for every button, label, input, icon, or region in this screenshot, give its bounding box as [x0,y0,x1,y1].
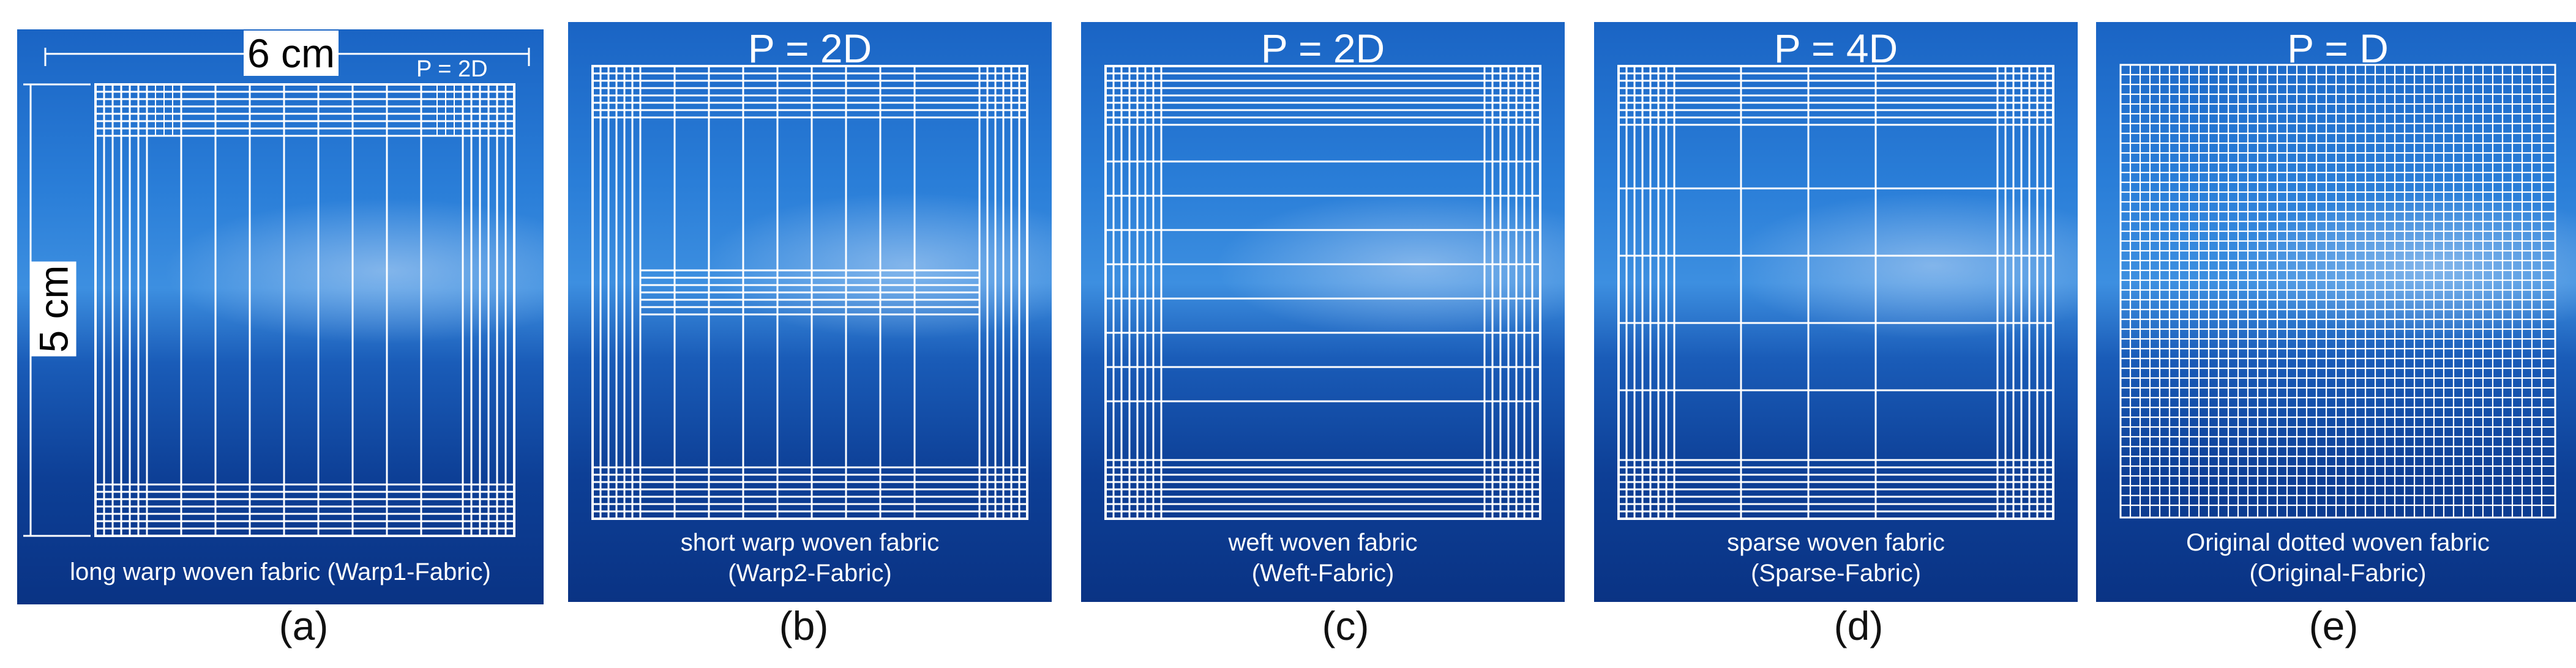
fabric-grid-c [1104,65,1541,520]
caption-e: Original dotted woven fabric (Original-F… [2096,527,2576,588]
panel-a: 6 cm 5 cm P = 2D long warp woven fabric … [17,29,544,604]
panel-d: P = 4D sparse woven fabric (Sparse-Fabri… [1594,22,2078,602]
caption-d-line-2: (Sparse-Fabric) [1751,560,1921,587]
pitch-tag: P = 2D [416,56,488,82]
fabric-border [1104,65,1541,520]
caption-b: short warp woven fabric (Warp2-Fabric) [568,527,1052,588]
title-b: P = 2D [747,26,872,71]
panel-label-d: (d) [1833,603,1884,648]
fabric-border [94,83,515,537]
caption-c: weft woven fabric (Weft-Fabric) [1081,527,1565,588]
height-dimension-label: 5 cm [31,261,77,357]
fabric-border [1617,65,2054,520]
fabric-grid-a [23,48,530,537]
caption-a-line-1: long warp woven fabric (Warp1-Fabric) [70,559,491,585]
panel-e: P = D Original dotted woven fabric (Orig… [2096,22,2576,602]
fabric-border [591,65,1028,520]
panel-b: P = 2D short warp woven fabric (Warp2-Fa… [568,22,1052,602]
panel-label-e: (e) [2308,603,2359,648]
caption-b-line-1: short warp woven fabric [680,529,940,556]
caption-c-line-1: weft woven fabric [1228,529,1418,556]
caption-c-line-2: (Weft-Fabric) [1251,560,1395,587]
panel-c: P = 2D weft woven fabric (Weft-Fabric) [1081,22,1565,602]
caption-e-line-1: Original dotted woven fabric [2186,529,2490,556]
panel-label-a: (a) [279,603,329,648]
fabric-grid-e [2119,64,2556,519]
fabric-grid-b [591,65,1028,520]
caption-e-line-2: (Original-Fabric) [2249,560,2427,587]
caption-d-line-1: sparse woven fabric [1727,529,1945,556]
caption-a: long warp woven fabric (Warp1-Fabric) [17,557,544,587]
panel-label-b: (b) [779,603,829,648]
fabric-grid-d [1617,65,2054,520]
title-c: P = 2D [1260,26,1385,71]
title-d: P = 4D [1773,26,1898,71]
caption-d: sparse woven fabric (Sparse-Fabric) [1594,527,2078,588]
title-e: P = D [2287,26,2389,71]
caption-b-line-2: (Warp2-Fabric) [728,560,892,587]
fabric-border [2119,64,2556,519]
panel-label-c: (c) [1322,603,1369,648]
width-dimension-label: 6 cm [244,31,339,76]
